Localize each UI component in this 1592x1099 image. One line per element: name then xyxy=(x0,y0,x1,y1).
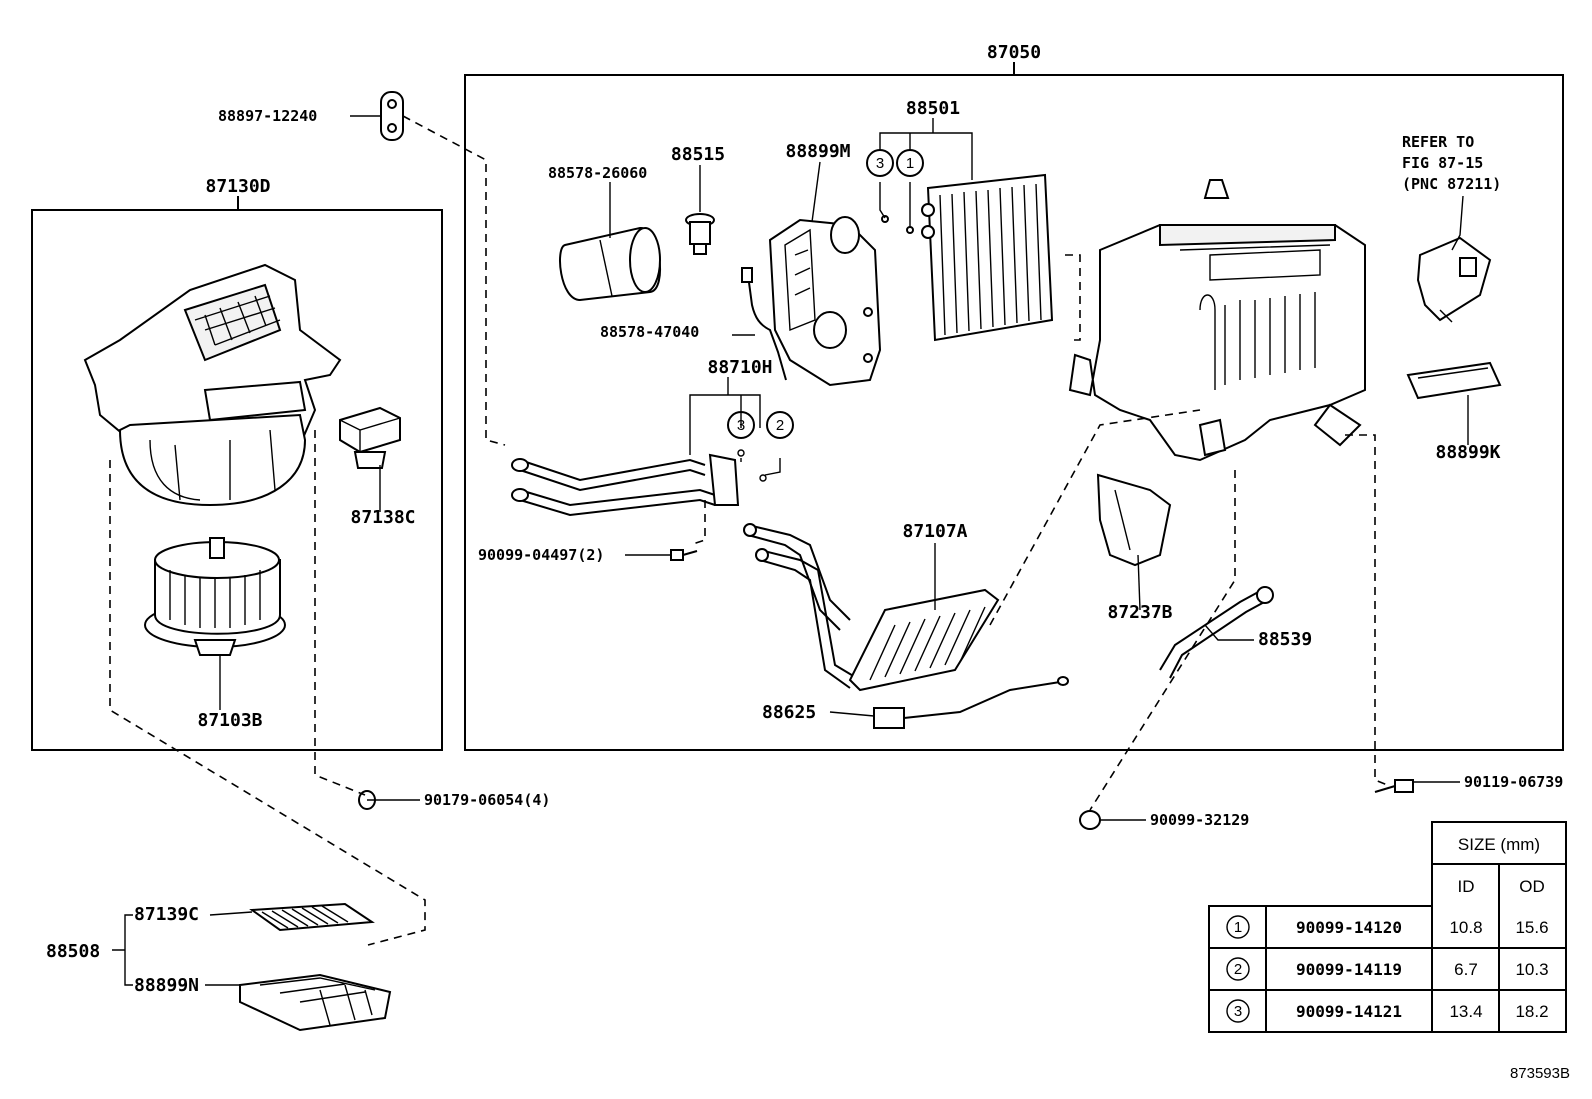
refer-note-line2: FIG 87-15 xyxy=(1402,154,1483,172)
label-90179-06054: 90179-06054(4) xyxy=(424,791,550,809)
sensor-88625-illustration xyxy=(873,676,1069,729)
duct-87237B-illustration xyxy=(1096,473,1172,567)
label-88508: 88508 xyxy=(46,941,100,962)
clip-90099-32129-illustration xyxy=(1079,810,1101,830)
hose-88539-illustration xyxy=(1159,586,1274,679)
label-90099-04497: 90099-04497(2) xyxy=(478,546,604,564)
label-87237B: 87237B xyxy=(1107,602,1172,623)
table-row-part: 90099-14119 xyxy=(1296,960,1402,979)
evaporator-88501-illustration xyxy=(881,173,1054,342)
label-88578-26060: 88578-26060 xyxy=(548,164,647,182)
duct-88899K-illustration xyxy=(1406,361,1502,400)
table-row-id: 13.4 xyxy=(1449,1002,1482,1021)
label-90099-32129: 90099-32129 xyxy=(1150,811,1249,829)
label-87050: 87050 xyxy=(987,42,1041,63)
label-87130D: 87130D xyxy=(205,176,270,197)
table-row-mark: 3 xyxy=(1234,1003,1242,1020)
thermistor-88515-illustration xyxy=(685,213,715,255)
circle-mark-2-b: 2 xyxy=(776,417,784,434)
pipe-88710H-illustration xyxy=(511,453,740,517)
case-88899N-illustration xyxy=(239,973,392,1032)
screw-90119-illustration xyxy=(1374,779,1414,793)
blower-case-illustration xyxy=(83,263,342,507)
label-90119-06739: 90119-06739 xyxy=(1464,773,1563,791)
label-87139C: 87139C xyxy=(134,904,199,925)
size-table: SIZE (mm) ID OD 1 2 3 90099-14120 90099-… xyxy=(1208,821,1567,1033)
label-88899K: 88899K xyxy=(1435,442,1500,463)
table-row-od: 18.2 xyxy=(1515,1002,1548,1021)
table-row-mark: 2 xyxy=(1234,961,1242,978)
circle-mark-3-a: 3 xyxy=(876,155,884,172)
resistor-88897-illustration xyxy=(380,91,404,141)
table-row-od: 10.3 xyxy=(1515,960,1548,979)
circle-mark-3-b: 3 xyxy=(737,417,745,434)
refer-note-line1: REFER TO xyxy=(1402,133,1474,151)
figure-id: 873593B xyxy=(1510,1065,1570,1082)
label-87103B: 87103B xyxy=(197,710,262,731)
filter-87139C-illustration xyxy=(249,902,375,932)
resistor-87138C-illustration xyxy=(339,406,401,469)
heater-case-illustration xyxy=(1068,179,1366,462)
blower-motor-illustration xyxy=(144,537,286,656)
size-table-title: SIZE (mm) xyxy=(1458,835,1540,854)
label-88710H: 88710H xyxy=(707,357,772,378)
table-row-mark: 1 xyxy=(1234,919,1242,936)
heater-core-87107A-illustration xyxy=(743,523,1000,692)
case-88899M-illustration xyxy=(768,216,882,387)
size-table-col-id: ID xyxy=(1458,877,1475,896)
filter-88578-26060-illustration xyxy=(559,226,661,302)
refer-note-line3: (PNC 87211) xyxy=(1402,175,1501,193)
table-row-part: 90099-14121 xyxy=(1296,1002,1402,1021)
label-88899N: 88899N xyxy=(134,975,199,996)
circle-mark-1-a: 1 xyxy=(906,155,914,172)
table-row-part: 90099-14120 xyxy=(1296,918,1402,937)
label-87138C: 87138C xyxy=(350,507,415,528)
table-row-id: 6.7 xyxy=(1454,960,1478,979)
table-row-od: 15.6 xyxy=(1515,918,1548,937)
hose-88578-47040-illustration xyxy=(741,267,787,381)
size-table-col-od: OD xyxy=(1519,877,1545,896)
screw-90099-04497-illustration xyxy=(670,549,698,561)
label-88578-47040: 88578-47040 xyxy=(600,323,699,341)
label-88515: 88515 xyxy=(671,144,725,165)
label-87107A: 87107A xyxy=(902,521,967,542)
label-88625: 88625 xyxy=(762,702,816,723)
label-88899M: 88899M xyxy=(785,141,850,162)
label-88501: 88501 xyxy=(906,98,960,119)
table-row-id: 10.8 xyxy=(1449,918,1482,937)
label-88897-12240: 88897-12240 xyxy=(218,107,317,125)
label-88539: 88539 xyxy=(1258,629,1312,650)
actuator-87211-illustration xyxy=(1416,236,1492,323)
